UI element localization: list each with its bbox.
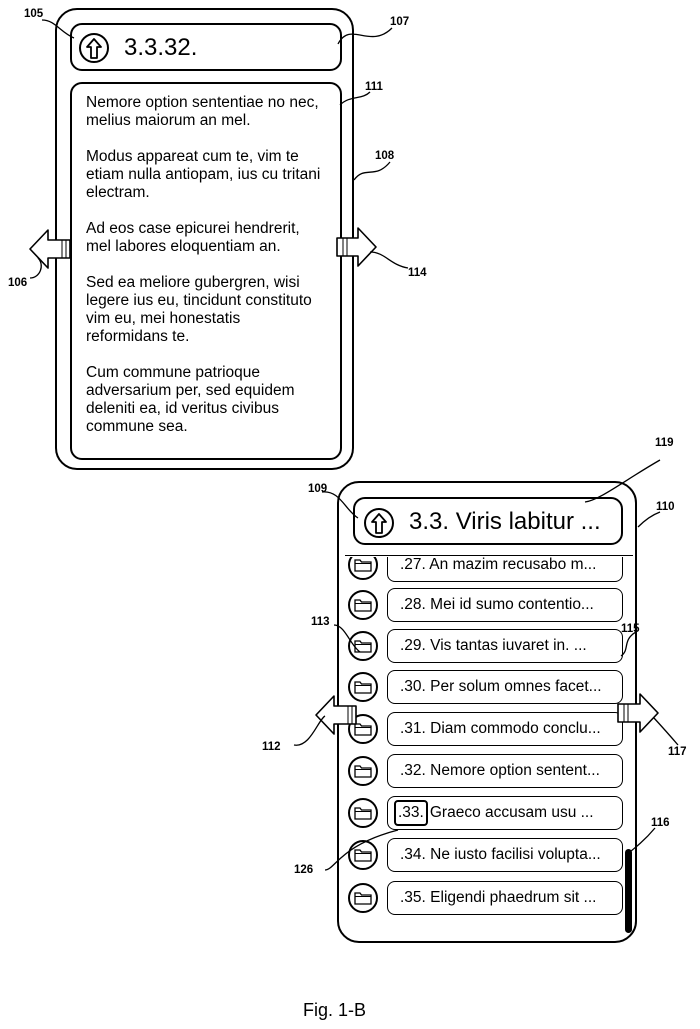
item-text: Per solum omnes facet...	[426, 678, 602, 695]
list-item-label[interactable]: .31. Diam commodo conclu...	[387, 712, 623, 746]
item-text: Mei id sumo contentio...	[426, 596, 594, 613]
list-item-label[interactable]: .33.Graeco accusam usu ...	[387, 796, 623, 830]
item-number: .31.	[400, 720, 426, 737]
list-item[interactable]: .30. Per solum omnes facet...	[339, 667, 635, 707]
folder-button[interactable]	[348, 798, 378, 828]
ref-112: 112	[262, 741, 281, 753]
ref-110: 110	[656, 501, 675, 513]
list-divider	[345, 555, 633, 556]
list-item-focused[interactable]: .33.Graeco accusam usu ...	[339, 793, 635, 833]
item-list[interactable]: .27. An mazim recusabo m... .28. Mei id …	[339, 557, 635, 941]
item-text: Nemore option sentent...	[426, 762, 600, 779]
title-bar: 3.3.32.	[70, 23, 342, 71]
paragraph: Sed ea meliore gubergren, wisi legere iu…	[86, 274, 326, 346]
paragraph: Nemore option sententiae no nec, melius …	[86, 94, 326, 130]
page-title: 3.3.32.	[124, 34, 197, 62]
item-number: .34.	[400, 846, 426, 863]
list-item[interactable]: .28. Mei id sumo contentio...	[339, 585, 635, 625]
folder-button[interactable]	[348, 883, 378, 913]
ref-109: 109	[308, 483, 327, 495]
list-item-label[interactable]: .30. Per solum omnes facet...	[387, 670, 623, 704]
leader-line-117	[654, 718, 678, 745]
leader-line-110	[638, 512, 660, 527]
ref-105: 105	[24, 8, 44, 20]
list-item[interactable]: .35. Eligendi phaedrum sit ...	[339, 878, 635, 918]
ref-126: 126	[294, 864, 313, 876]
up-arrow-icon	[370, 513, 388, 535]
item-number: .30.	[400, 678, 426, 695]
list-item-label[interactable]: .35. Eligendi phaedrum sit ...	[387, 881, 623, 915]
item-text: Graeco accusam usu ...	[430, 804, 594, 821]
list-item-label[interactable]: .28. Mei id sumo contentio...	[387, 588, 623, 622]
figure-caption: Fig. 1-B	[303, 1000, 366, 1021]
list-item-label[interactable]: .27. An mazim recusabo m...	[387, 557, 623, 582]
ref-107: 107	[390, 16, 409, 28]
folder-button[interactable]	[348, 590, 378, 620]
folder-button[interactable]	[348, 714, 378, 744]
up-button[interactable]	[79, 33, 109, 63]
list-item[interactable]: .32. Nemore option sentent...	[339, 751, 635, 791]
list-item[interactable]: .27. An mazim recusabo m...	[339, 557, 635, 585]
item-text: Ne iusto facilisi volupta...	[426, 846, 601, 863]
leader-line-108	[354, 162, 390, 180]
folder-icon	[354, 598, 372, 612]
up-button[interactable]	[364, 508, 394, 538]
folder-button[interactable]	[348, 840, 378, 870]
ref-114: 114	[408, 267, 427, 279]
folder-icon	[354, 848, 372, 862]
list-item-label[interactable]: .29. Vis tantas iuvaret in. ...	[387, 629, 623, 663]
folder-icon	[354, 806, 372, 820]
folder-icon	[354, 764, 372, 778]
folder-button[interactable]	[348, 672, 378, 702]
ref-119: 119	[655, 437, 674, 449]
paragraph: Ad eos case epicurei hendrerit, mel labo…	[86, 220, 326, 256]
leader-line-112	[294, 716, 325, 745]
folder-button[interactable]	[348, 557, 378, 580]
ref-111: 111	[365, 81, 384, 93]
scrollbar-thumb[interactable]	[625, 849, 632, 933]
content-text-panel: Nemore option sententiae no nec, melius …	[70, 82, 342, 460]
item-number: .32.	[400, 762, 426, 779]
list-item[interactable]: .29. Vis tantas iuvaret in. ...	[339, 626, 635, 666]
item-number: .35.	[400, 889, 426, 906]
ref-108: 108	[375, 150, 395, 162]
list-item[interactable]: .34. Ne iusto facilisi volupta...	[339, 835, 635, 875]
title-bar: 3.3. Viris labitur ...	[353, 497, 623, 545]
list-item[interactable]: .31. Diam commodo conclu...	[339, 709, 635, 749]
folder-icon	[354, 680, 372, 694]
item-text: An mazim recusabo m...	[426, 557, 597, 573]
up-arrow-icon	[85, 38, 103, 60]
folder-icon	[354, 639, 372, 653]
folder-icon	[354, 722, 372, 736]
item-text: Diam commodo conclu...	[426, 720, 601, 737]
item-number: .28.	[400, 596, 426, 613]
paragraph: Cum commune patrioque adversarium per, s…	[86, 364, 326, 436]
folder-button[interactable]	[348, 631, 378, 661]
paragraph: Modus appareat cum te, vim te etiam null…	[86, 148, 326, 202]
folder-icon	[354, 558, 372, 572]
folder-button[interactable]	[348, 756, 378, 786]
item-number: .29.	[400, 637, 426, 654]
item-text: Vis tantas iuvaret in. ...	[426, 637, 587, 654]
folder-icon	[354, 891, 372, 905]
ref-106: 106	[8, 277, 27, 289]
leader-line-114	[370, 252, 408, 268]
list-item-label[interactable]: .32. Nemore option sentent...	[387, 754, 623, 788]
device-frame-bottom: 3.3. Viris labitur ... .27. An mazim rec…	[337, 481, 637, 943]
device-frame-top: 3.3.32. Nemore option sententiae no nec,…	[55, 8, 354, 470]
page-title: 3.3. Viris labitur ...	[409, 508, 601, 536]
ref-117: 117	[668, 746, 687, 758]
item-text: Eligendi phaedrum sit ...	[426, 889, 597, 906]
ref-113: 113	[311, 616, 330, 628]
list-item-label[interactable]: .34. Ne iusto facilisi volupta...	[387, 838, 623, 872]
ref-116: 116	[651, 817, 670, 829]
item-number-highlighted[interactable]: .33.	[394, 800, 428, 826]
item-number: .27.	[400, 557, 426, 573]
leader-line-106	[30, 258, 41, 278]
